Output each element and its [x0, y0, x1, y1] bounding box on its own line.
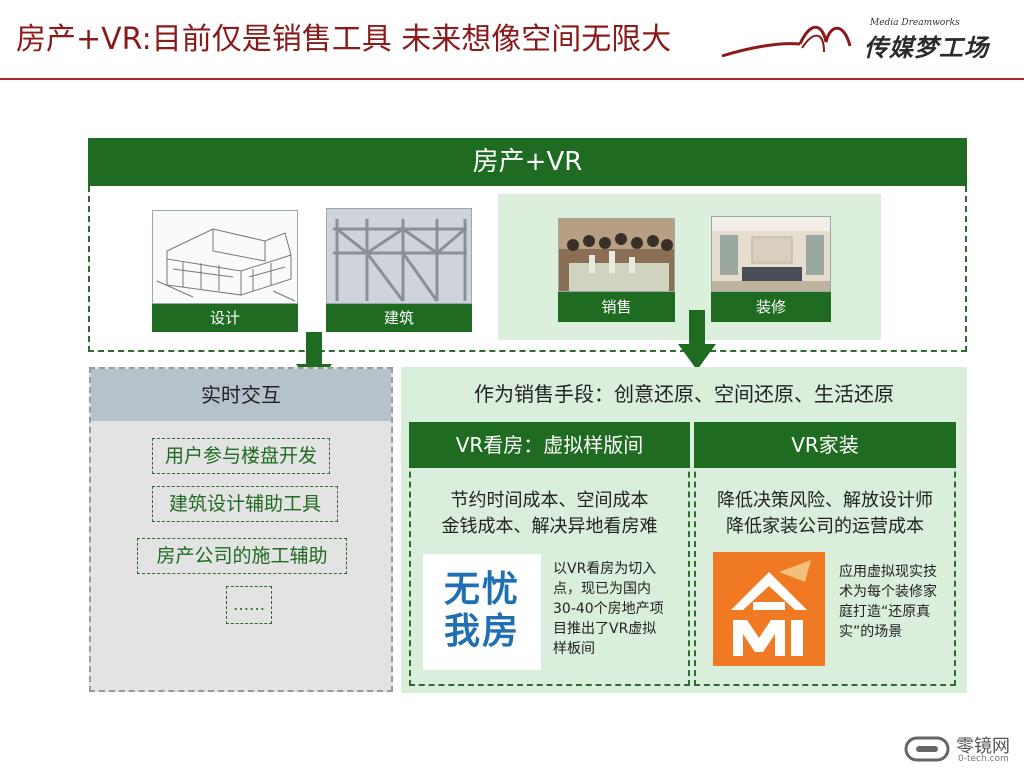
page-title: 房产+VR:目前仅是销售工具 未来想像空间无限大: [16, 22, 672, 57]
decor-brand-mark-icon: [731, 560, 811, 656]
zero-tech-logo-icon: [904, 736, 950, 762]
media-dreamworks-logo: Media Dreamworks 传媒梦工场: [718, 18, 1008, 70]
wuyou-wofang-logo: 无忧 我房: [423, 554, 541, 670]
watermark-url: 0-tech.com: [958, 754, 1009, 764]
card-label-decor: 装修: [711, 292, 831, 322]
vr-decor-title: VR家装: [694, 422, 956, 468]
vr-house-description: 以VR看房为切入 点，现已为国内 30-40个房地产项 目推出了VR虚拟 样板间: [553, 559, 681, 659]
top-section-box: [88, 186, 967, 352]
design-wireframe-image: [152, 210, 298, 304]
header-divider: [0, 78, 1024, 80]
logo-swoosh-icon: [721, 25, 852, 58]
vr-house-benefit-2: 金钱成本、解决异地看房难: [441, 516, 658, 537]
realtime-interaction-panel: [89, 367, 393, 692]
top-section-title: 房产+VR: [88, 138, 967, 186]
zero-tech-watermark: 零镜网 0-tech.com: [902, 732, 1022, 768]
brand-text-line-1: 无忧: [443, 569, 520, 610]
desc-line: 应用虚拟现实技: [839, 564, 937, 580]
sales-showroom-image: [558, 218, 675, 292]
construction-frame-image: [326, 208, 472, 304]
card-label-construction: 建筑: [326, 304, 472, 332]
logo-english-text: Media Dreamworks: [870, 18, 960, 28]
vr-house-title: VR看房：虚拟样版间: [409, 422, 690, 468]
realtime-interaction-title: 实时交互: [91, 369, 391, 421]
vr-decor-benefit-2: 降低家装公司的运营成本: [726, 516, 924, 537]
brand-text-line-2: 我房: [443, 611, 520, 652]
arrow-down-icon: [678, 310, 716, 370]
card-label-sales: 销售: [558, 292, 675, 322]
desc-line: 以VR看房为切入: [553, 561, 657, 577]
feature-construction-assist: 房产公司的施工辅助: [137, 538, 347, 574]
decor-livingroom-image: [711, 216, 831, 292]
feature-design-tool: 建筑设计辅助工具: [152, 486, 338, 522]
feature-user-participation: 用户参与楼盘开发: [152, 438, 330, 474]
sales-method-title: 作为销售手段：创意还原、空间还原、生活还原: [474, 382, 894, 406]
feature-more: ……: [226, 586, 272, 624]
vr-house-benefit-1: 节约时间成本、空间成本: [450, 490, 649, 511]
card-label-design: 设计: [152, 304, 298, 332]
desc-line: 30-40个房地产项: [553, 601, 664, 617]
vr-decor-description: 应用虚拟现实技 术为每个装修家 庭打造“还原真 实”的场景: [839, 562, 955, 642]
vr-decor-benefit-1: 降低决策风险、解放设计师: [717, 490, 933, 511]
desc-line: 点，现已为国内: [553, 581, 651, 597]
decor-brand-logo: [713, 552, 825, 666]
desc-line: 样板间: [553, 641, 595, 657]
logo-chinese-text: 传媒梦工场: [864, 34, 989, 62]
desc-line: 术为每个装修家: [839, 584, 937, 600]
watermark-name: 零镜网: [956, 736, 1010, 757]
desc-line: 实”的场景: [839, 624, 903, 640]
desc-line: 目推出了VR虚拟: [553, 621, 657, 637]
desc-line: 庭打造“还原真: [839, 604, 931, 620]
